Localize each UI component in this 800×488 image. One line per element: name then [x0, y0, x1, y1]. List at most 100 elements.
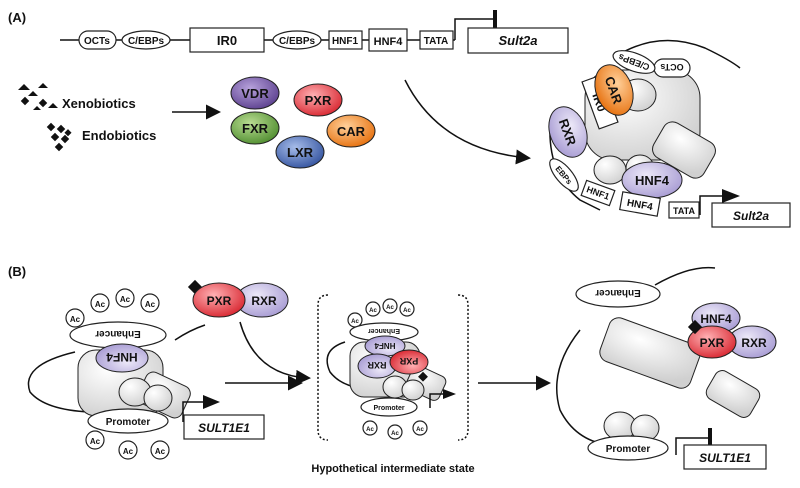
sult2a-complex: OCTs C/EBPs IR0 CAR RXR EBPs HNF1 HNF4	[548, 39, 791, 228]
svg-text:RXR: RXR	[741, 336, 767, 350]
promoter-element-label: OCTs	[84, 36, 110, 47]
receptor-vdr: VDR	[230, 76, 280, 110]
enhancer-ellipse	[575, 280, 661, 308]
released-block-small	[705, 370, 761, 418]
hnf4-bound: HNF4	[621, 161, 683, 199]
released-heterodimer: HNF4 RXR PXR	[687, 302, 777, 359]
svg-text:PXR: PXR	[207, 294, 232, 308]
cebps-bottom	[549, 158, 579, 192]
svg-text:Ac: Ac	[403, 308, 411, 314]
svg-text:TATA: TATA	[673, 206, 695, 216]
promoter-element-label: IR0	[217, 33, 237, 48]
rxr-bound	[548, 106, 588, 158]
released-block	[599, 317, 701, 389]
dna-loop	[556, 329, 609, 446]
promoter-element-hnf1: HNF1	[328, 30, 363, 50]
dna-loop	[27, 351, 91, 413]
acetyl-label: Ac	[70, 315, 81, 324]
acetyl-marks-top: Ac Ac Ac Ac	[65, 288, 160, 328]
transcription-arrow	[722, 189, 740, 203]
svg-text:Enhancer: Enhancer	[595, 287, 641, 298]
svg-text:Promoter: Promoter	[373, 405, 404, 412]
pxr-rxr-heterodimer: RXR PXR	[187, 279, 289, 318]
svg-text:Promoter: Promoter	[106, 417, 151, 428]
receptor-lxr: LXR	[275, 135, 325, 169]
promoter-element-label: TATA	[424, 36, 448, 47]
gene-box-sult2a-active	[711, 202, 791, 228]
svg-text:Sult2a: Sult2a	[733, 209, 769, 223]
acetyl-label: Ac	[120, 295, 131, 304]
svg-text:Ac: Ac	[391, 431, 399, 437]
endobiotics-glyphs	[46, 122, 72, 152]
svg-text:Enhancer: Enhancer	[95, 328, 141, 339]
receptor-label: LXR	[287, 145, 314, 160]
hnf4-box	[619, 191, 661, 217]
acetyl-label: Ac	[145, 300, 156, 309]
panel-b-label: (B)	[8, 264, 26, 279]
intermediate-state: Ac Ac Ac Ac Enhancer HNF4 RXR PXR Pro	[311, 294, 475, 475]
inducer-xenobiotics: Xenobiotics	[62, 96, 136, 111]
sult1e1-repressed-complex: Enhancer HNF4 RXR PXR Promoter SULT1E1	[556, 266, 777, 470]
receptor-pxr: PXR	[293, 83, 343, 117]
gene-box-sult1e1	[183, 414, 265, 440]
promoter-element-hnf4: HNF4	[368, 28, 408, 52]
svg-text:OCTs: OCTs	[660, 62, 683, 72]
receptor-label: PXR	[305, 93, 332, 108]
cebps-top	[612, 50, 656, 74]
intermediate-caption: Hypothetical intermediate state	[311, 463, 474, 475]
receptor-label: VDR	[241, 86, 269, 101]
promoter-element-octs: OCTs	[78, 30, 117, 50]
promoter-ellipse: Promoter	[587, 435, 669, 461]
promoter-element-cebps: C/EBPs	[121, 30, 171, 50]
receptor-label: CAR	[337, 124, 366, 139]
xenobiotics-glyphs	[18, 83, 58, 110]
svg-text:PXR: PXR	[700, 336, 725, 350]
svg-text:HNF4: HNF4	[106, 350, 138, 364]
svg-text:RXR: RXR	[251, 294, 277, 308]
gene-label: Sult2a	[498, 33, 537, 48]
svg-text:Ac: Ac	[416, 427, 424, 433]
receptor-fxr: FXR	[230, 111, 280, 145]
activation-arrow	[404, 79, 531, 165]
binding-arrow	[239, 321, 311, 385]
receptor-label: FXR	[242, 121, 269, 136]
promoter-element-label: C/EBPs	[128, 36, 165, 47]
svg-text:Enhancer: Enhancer	[368, 327, 400, 334]
promoter-element-cebps-2: C/EBPs	[272, 30, 322, 50]
panel-a-label: (A)	[8, 10, 26, 25]
promoter-element-label: HNF1	[332, 36, 359, 47]
svg-text:PXR: PXR	[399, 356, 418, 366]
svg-text:SULT1E1: SULT1E1	[699, 451, 751, 465]
svg-text:HNF4: HNF4	[700, 312, 732, 326]
promoter-element-ir0: IR0	[189, 27, 265, 53]
promoter-element-label: HNF4	[374, 36, 404, 48]
svg-text:HNF4: HNF4	[635, 173, 670, 188]
sult1e1-active-complex: Ac Ac Ac Ac Enhancer HNF4 Promoter SULT1…	[27, 288, 265, 460]
mediator-ball	[593, 155, 627, 185]
car-bound	[594, 64, 634, 116]
promoter-element-label: C/EBPs	[279, 36, 316, 47]
svg-text:Ac: Ac	[386, 305, 394, 311]
acetyl-label: Ac	[95, 300, 106, 309]
svg-text:HNF4: HNF4	[374, 341, 395, 350]
acetyl-marks-bottom: Ac Ac Ac	[85, 430, 170, 460]
promoter-element-tata: TATA	[419, 30, 454, 50]
svg-text:Promoter: Promoter	[606, 444, 651, 455]
bracket-left	[317, 294, 329, 441]
acetyl-label: Ac	[155, 447, 166, 456]
acetyl-label: Ac	[90, 437, 101, 446]
gene-box-sult1e1-repressed	[683, 444, 767, 470]
bracket-right	[457, 294, 469, 441]
svg-text:Ac: Ac	[351, 319, 359, 325]
svg-text:Ac: Ac	[366, 427, 374, 433]
svg-text:Ac: Ac	[369, 308, 377, 314]
acetyl-label: Ac	[123, 447, 134, 456]
hnf4-bound	[95, 343, 149, 373]
dna-strand-top	[617, 39, 741, 69]
inducer-endobiotics: Endobiotics	[82, 128, 156, 143]
svg-text:RXR: RXR	[367, 360, 387, 370]
promoter-ellipse: Promoter	[87, 408, 169, 434]
svg-text:SULT1E1: SULT1E1	[198, 421, 250, 435]
svg-text:HNF4: HNF4	[626, 198, 654, 213]
